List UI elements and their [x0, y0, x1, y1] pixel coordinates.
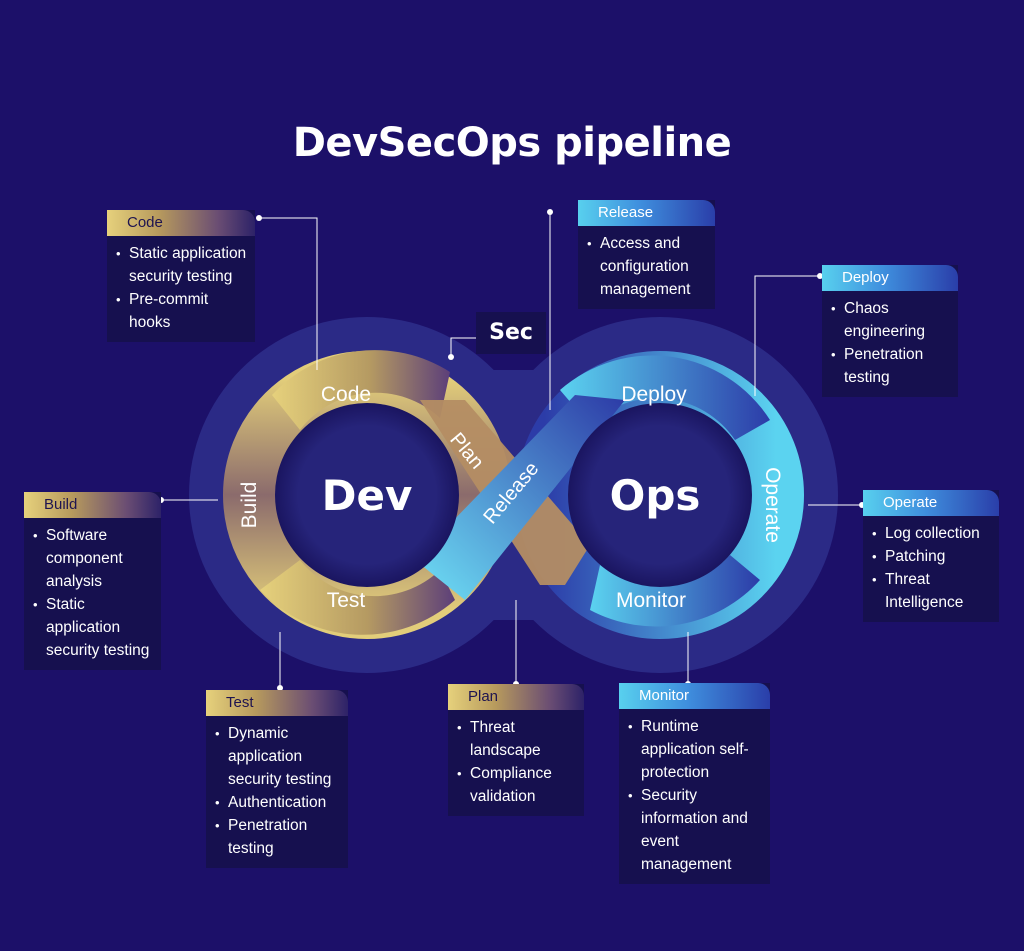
- list-item: Runtime application self-protection: [628, 715, 762, 784]
- stage-code-label: Code: [321, 383, 371, 406]
- stage-operate-label: Operate: [761, 467, 784, 543]
- page-title: DevSecOps pipeline: [292, 120, 732, 166]
- card-build: Build Software component analysis Static…: [24, 492, 161, 670]
- list-item: Pre-commit hooks: [116, 288, 247, 334]
- sec-label: Sec: [476, 312, 546, 354]
- card-build-title: Build: [24, 492, 161, 518]
- card-test: Test Dynamic application security testin…: [206, 690, 348, 868]
- list-item: Log collection: [872, 522, 991, 545]
- stage-monitor-label: Monitor: [616, 589, 686, 612]
- dev-hub: [275, 403, 459, 587]
- list-item: Authentication: [215, 791, 340, 814]
- card-operate-title: Operate: [863, 490, 999, 516]
- stage-build-label: Build: [238, 482, 261, 529]
- card-release-list: Access and configuration management: [578, 226, 715, 309]
- list-item: Penetration testing: [831, 343, 950, 389]
- list-item: Patching: [872, 545, 991, 568]
- card-release: Release Access and configuration managem…: [578, 200, 715, 309]
- card-code-title: Code: [107, 210, 255, 236]
- list-item: Static application security testing: [33, 593, 153, 662]
- list-item: Dynamic application security testing: [215, 722, 340, 791]
- card-operate-list: Log collection Patching Threat Intellige…: [863, 516, 999, 622]
- card-code: Code Static application security testing…: [107, 210, 255, 342]
- list-item: Chaos engineering: [831, 297, 950, 343]
- release-ribbon: [415, 395, 625, 600]
- list-item: Security information and event managemen…: [628, 784, 762, 876]
- list-item: Penetration testing: [215, 814, 340, 860]
- ops-hub: [568, 403, 752, 587]
- card-plan: Plan Threat landscape Compliance validat…: [448, 684, 584, 816]
- card-deploy-title: Deploy: [822, 265, 958, 291]
- card-code-list: Static application security testing Pre-…: [107, 236, 255, 342]
- list-item: Access and configuration management: [587, 232, 707, 301]
- dev-label: Dev: [322, 471, 413, 520]
- card-test-title: Test: [206, 690, 348, 716]
- card-monitor-list: Runtime application self-protection Secu…: [619, 709, 770, 884]
- stage-test-label: Test: [327, 589, 366, 612]
- card-plan-title: Plan: [448, 684, 584, 710]
- card-test-list: Dynamic application security testing Aut…: [206, 716, 348, 868]
- card-deploy-list: Chaos engineering Penetration testing: [822, 291, 958, 397]
- list-item: Static application security testing: [116, 242, 247, 288]
- card-operate: Operate Log collection Patching Threat I…: [863, 490, 999, 622]
- connectors: [161, 212, 862, 688]
- list-item: Threat Intelligence: [872, 568, 991, 614]
- card-monitor-title: Monitor: [619, 683, 770, 709]
- card-release-title: Release: [578, 200, 715, 226]
- card-build-list: Software component analysis Static appli…: [24, 518, 161, 670]
- card-plan-list: Threat landscape Compliance validation: [448, 710, 584, 816]
- stage-deploy-label: Deploy: [621, 383, 687, 406]
- card-deploy: Deploy Chaos engineering Penetration tes…: [822, 265, 958, 397]
- list-item: Software component analysis: [33, 524, 153, 593]
- list-item: Threat landscape: [457, 716, 576, 762]
- ops-label: Ops: [610, 471, 701, 520]
- list-item: Compliance validation: [457, 762, 576, 808]
- card-monitor: Monitor Runtime application self-protect…: [619, 683, 770, 884]
